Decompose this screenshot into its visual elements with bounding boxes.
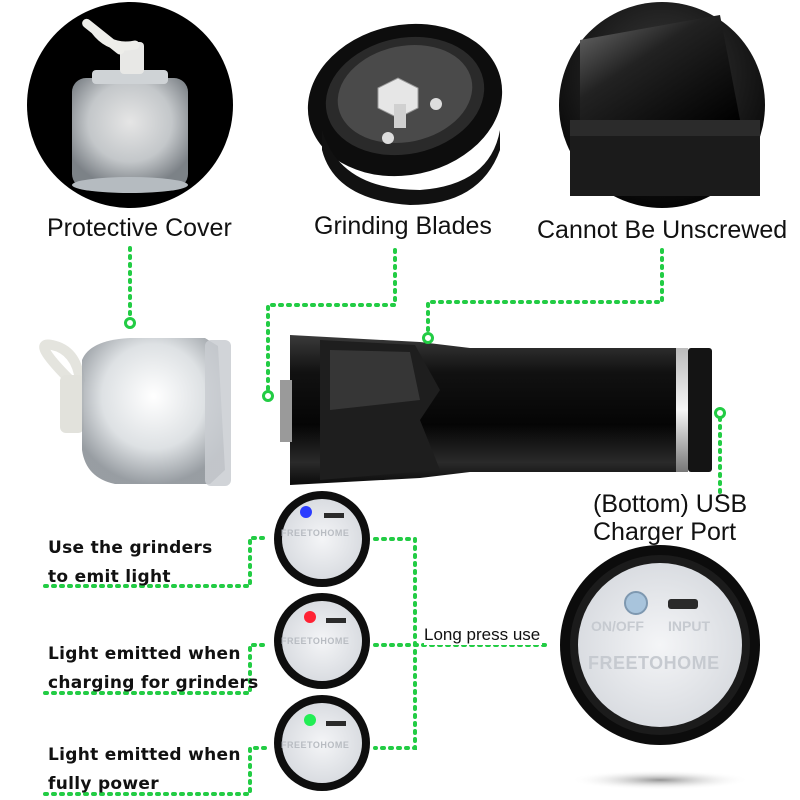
led-icon <box>300 506 312 518</box>
on-off-text: ON/OFF <box>591 618 644 634</box>
power-button-icon <box>624 591 648 615</box>
charging-line2: charging for grinders <box>48 673 259 693</box>
charging-label: Light emitted when charging for grinders <box>48 640 259 698</box>
cannot-unscrew-label: Cannot Be Unscrewed <box>537 216 788 244</box>
brand-text-usb: FREETOHOME <box>588 653 720 673</box>
grinding-blades-label: Grinding Blades <box>314 212 492 240</box>
brand-text-blue: FREETOHOME <box>281 528 350 538</box>
indicator-green-circle <box>274 695 370 791</box>
bottle-cap-icon <box>82 18 140 55</box>
led-icon <box>304 611 316 623</box>
emit-light-line1: Use the grinders <box>48 538 213 558</box>
indicator-red-circle <box>274 593 370 689</box>
full-power-label: Light emitted when fully power <box>48 741 241 799</box>
brand-text-green: FREETOHOME <box>281 740 350 750</box>
leader-lines <box>43 246 722 796</box>
usb-port-bottom-circle <box>560 545 760 745</box>
brand-text-red: FREETOHOME <box>281 636 350 646</box>
full-power-line2: fully power <box>48 774 159 794</box>
indicator-blue-circle <box>274 491 370 587</box>
blade-icon <box>377 77 419 128</box>
grinding-blades-detail-circle <box>299 2 505 208</box>
emit-light-label: Use the grinders to emit light <box>48 534 213 592</box>
protective-cover-detail-circle <box>27 2 233 208</box>
usb-port-label: (Bottom) USB Charger Port <box>593 490 747 546</box>
long-press-label: Long press use <box>424 625 543 645</box>
led-icon <box>304 714 316 726</box>
emit-light-line2: to emit light <box>48 567 171 587</box>
usb-port-icon <box>668 599 698 609</box>
usb-port-label-line1: (Bottom) USB <box>593 490 748 518</box>
leader-nodes <box>124 317 726 419</box>
protective-cover-label: Protective Cover <box>47 214 232 242</box>
full-power-line1: Light emitted when <box>48 745 241 765</box>
unscrew-detail-circle <box>559 2 765 208</box>
input-text: INPUT <box>668 618 710 634</box>
charging-line1: Light emitted when <box>48 644 241 664</box>
grinder-device <box>39 335 712 486</box>
usb-port-label-line2: Charger Port <box>593 518 737 546</box>
